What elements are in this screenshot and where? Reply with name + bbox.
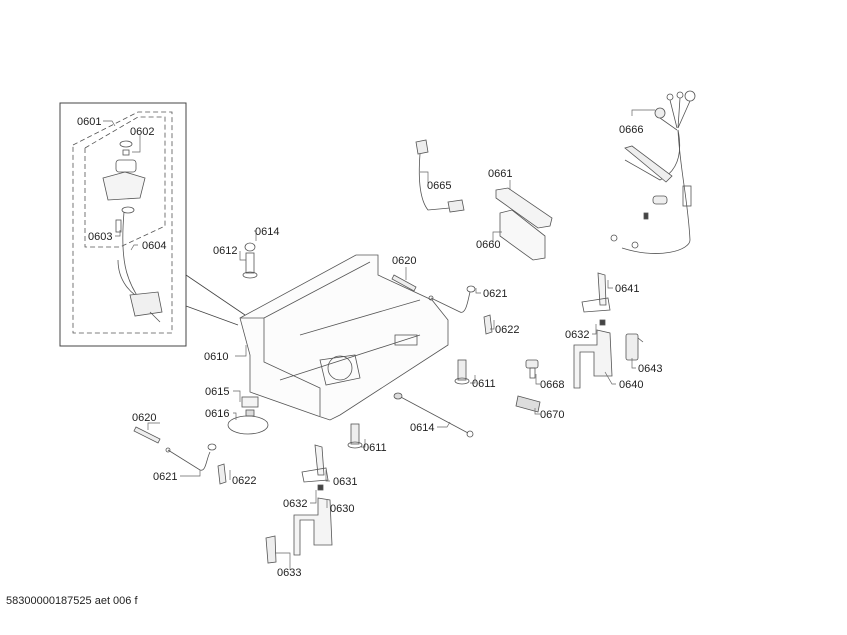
diagram-footer-code: 58300000187525 aet 006 f [6,595,138,607]
bolt-0620 [391,274,417,292]
foot-0611 [347,359,470,449]
part-label-0614-bottom[interactable]: 0614 [410,422,435,434]
part-label-0615[interactable]: 0615 [205,386,230,398]
part-label-0665[interactable]: 0665 [427,180,452,192]
inlet-valve-part [102,140,163,323]
connector-0643 [625,333,644,361]
part-label-0660[interactable]: 0660 [476,239,501,251]
bracket-0630 [293,497,333,556]
part-label-0670[interactable]: 0670 [540,409,565,421]
parts-0615-0616 [227,396,269,435]
part-label-0643[interactable]: 0643 [638,363,663,375]
part-label-0640[interactable]: 0640 [619,379,644,391]
part-label-0611-right[interactable]: 0611 [472,378,496,390]
part-label-0614-top[interactable]: 0614 [255,226,280,238]
part-label-0602[interactable]: 0602 [130,126,155,138]
power-cord-0665 [415,139,465,213]
part-label-0601[interactable]: 0601 [77,116,102,128]
part-label-0621-top[interactable]: 0621 [483,288,508,300]
part-label-0620-top[interactable]: 0620 [392,255,417,267]
part-label-0666[interactable]: 0666 [619,124,644,136]
screw-0612 [242,242,258,279]
part-label-0612[interactable]: 0612 [213,245,238,257]
part-label-0632-bottom[interactable]: 0632 [283,498,308,510]
part-label-0668[interactable]: 0668 [540,379,565,391]
part-label-0604[interactable]: 0604 [142,240,167,252]
part-0668 [525,359,539,379]
part-label-0621-left[interactable]: 0621 [153,471,178,483]
part-label-0603[interactable]: 0603 [88,231,113,243]
part-label-0611-bottom[interactable]: 0611 [363,442,387,454]
part-label-0632-right[interactable]: 0632 [565,329,590,341]
housing-0660 [499,209,546,261]
wiring-harness-0666 [610,90,696,254]
hinge-0641 [581,272,611,326]
clip-0622-left [217,463,227,485]
part-label-0641[interactable]: 0641 [615,283,640,295]
rod-0614 [393,392,474,438]
part-label-0631[interactable]: 0631 [333,476,358,488]
cable-0621-left [165,443,217,471]
panel-0661 [495,187,553,229]
cover-0633 [265,535,277,564]
inset-box [59,102,246,347]
base-tub-0610 [239,254,449,421]
hinge-0631 [301,444,329,491]
cable-0621 [428,285,476,313]
part-label-0633[interactable]: 0633 [277,567,302,579]
part-label-0661[interactable]: 0661 [488,168,513,180]
part-0670 [515,395,541,413]
bolt-0620-left [133,426,161,444]
part-label-0622-left[interactable]: 0622 [232,475,257,487]
part-label-0610[interactable]: 0610 [204,351,229,363]
part-label-0620-left[interactable]: 0620 [132,412,157,424]
part-label-0622-top[interactable]: 0622 [495,324,520,336]
bracket-0640 [573,329,613,389]
part-label-0630[interactable]: 0630 [330,503,355,515]
part-label-0616[interactable]: 0616 [205,408,230,420]
clip-0622 [483,314,493,335]
leader-lines [103,109,655,570]
